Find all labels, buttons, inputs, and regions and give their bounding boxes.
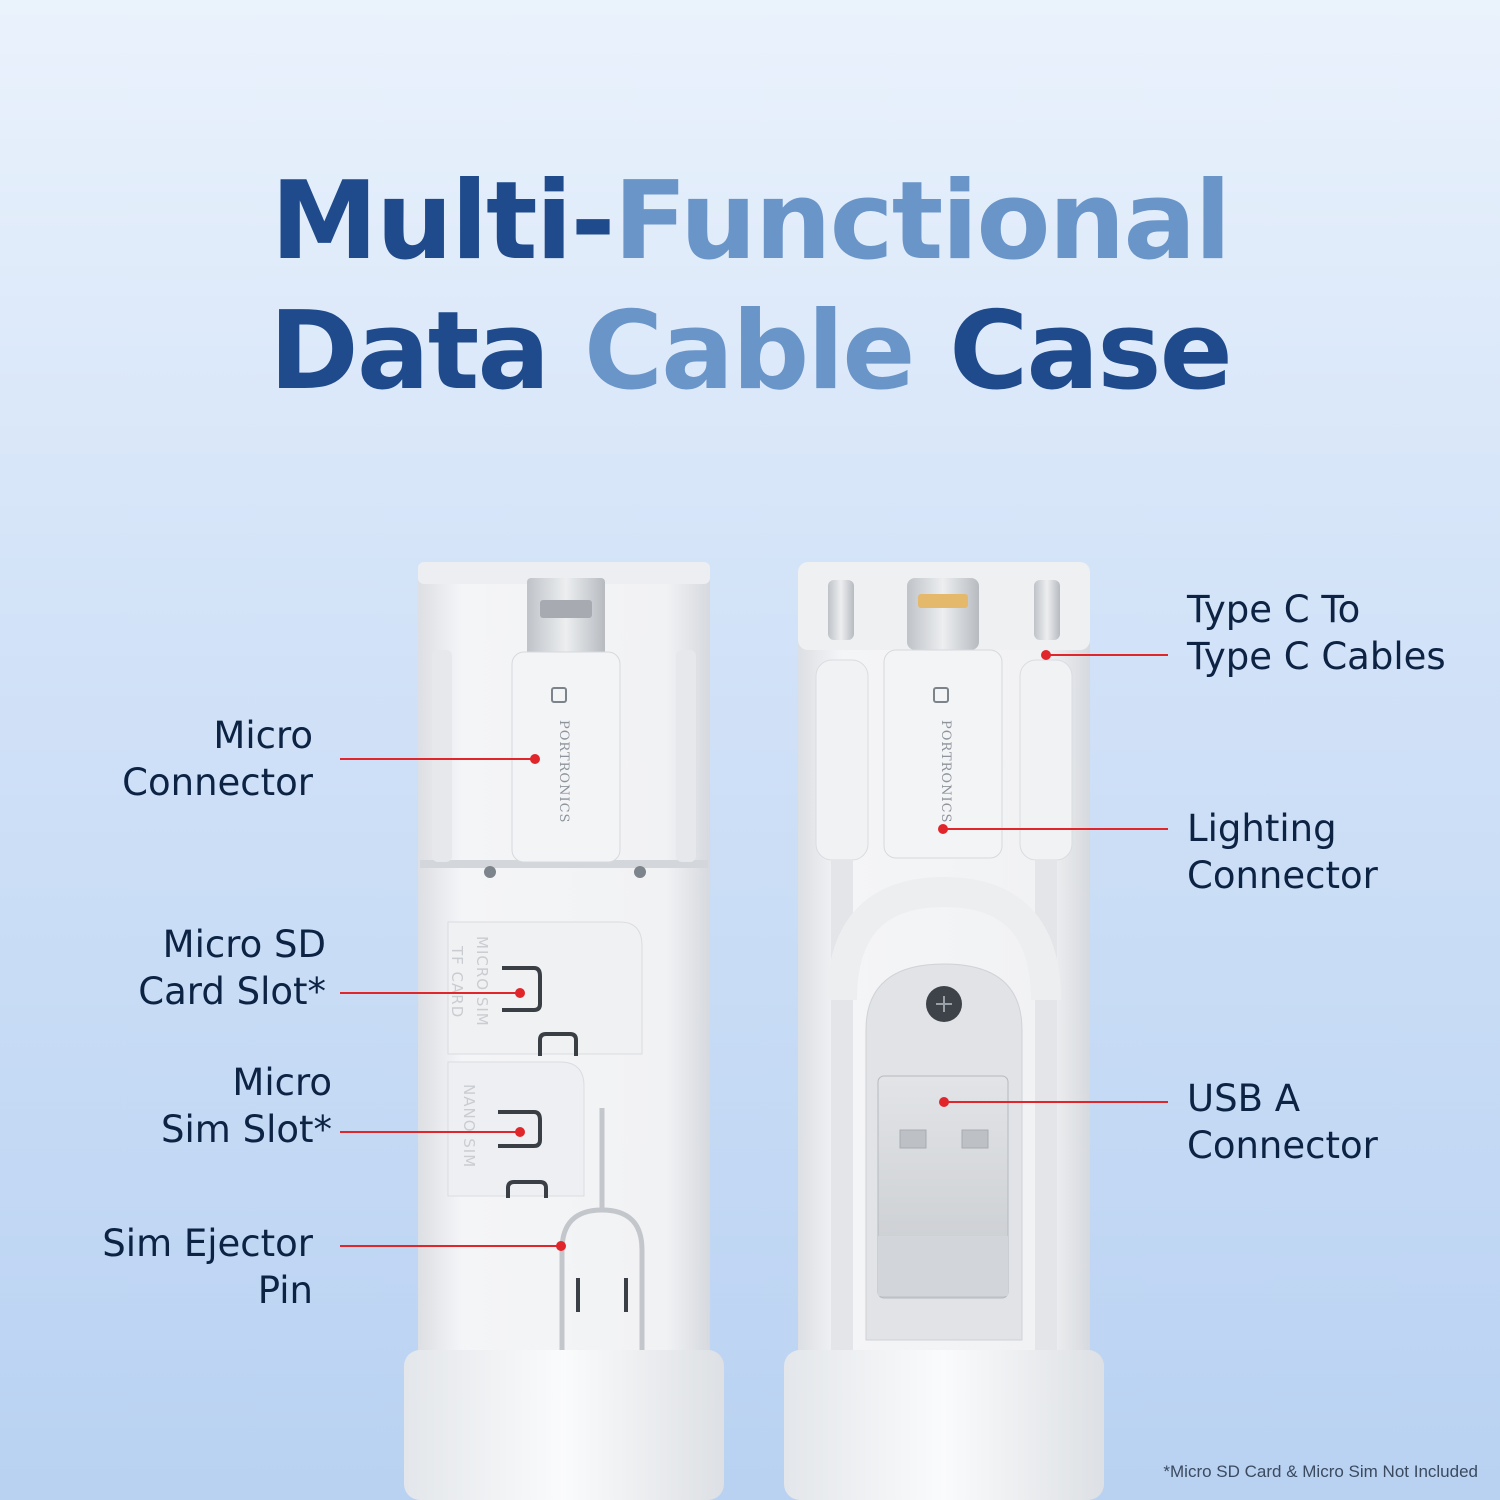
headline-word-case: Case <box>949 289 1233 414</box>
headline-line-1: Multi-Functional <box>0 168 1500 276</box>
callout-lighting-line2: Connector <box>1187 854 1378 897</box>
left-rail-l <box>432 650 452 862</box>
micro-connector-housing <box>511 651 621 863</box>
slot-clip-2 <box>538 1032 578 1056</box>
left-case-seam <box>420 860 708 868</box>
callout-ejector-line1: Sim Ejector <box>102 1222 313 1265</box>
callout-dot-usb-a <box>939 1097 949 1107</box>
brand-label-left: PORTRONICS <box>556 720 571 823</box>
screw-icon <box>484 866 496 878</box>
callout-sim-ejector-pin: Sim Ejector Pin <box>102 1220 313 1314</box>
callout-type-c-line1: Type C To <box>1187 588 1361 631</box>
type-c-plug-left <box>828 580 854 640</box>
headline-word-cable: Cable <box>583 289 950 414</box>
callout-dot-lighting <box>938 824 948 834</box>
callout-dot-micro-sim <box>515 1127 525 1137</box>
lightning-connector-housing <box>883 649 1003 859</box>
right-case: PORTRONICS <box>784 562 1104 1500</box>
ejector-pin-loop <box>559 1207 645 1360</box>
micro-sd-slot-tray <box>447 921 643 1055</box>
cable-loop <box>827 876 1061 1001</box>
callout-micro-sd-line1: Micro SD <box>162 923 326 966</box>
brand-logo-icon <box>551 687 567 703</box>
callout-usb-a-line2: Connector <box>1187 1124 1378 1167</box>
headline-word-data: Data <box>269 289 584 414</box>
screw-cross <box>936 996 952 1012</box>
callout-micro-sim-line2: Sim Slot* <box>161 1108 332 1151</box>
micro-usb-pins <box>540 600 592 618</box>
slot-label-micro-sim: MICRO SIM <box>473 936 491 1027</box>
callout-micro-connector-line2: Connector <box>122 761 313 804</box>
right-case-cap <box>784 1350 1104 1500</box>
callout-micro-connector-line1: Micro <box>213 714 313 757</box>
slot-label-nano-sim: NANO SIM <box>460 1084 478 1168</box>
left-case: PORTRONICS MICRO SIM TF CARD NANO SIM <box>404 562 724 1500</box>
footnote-disclaimer: *Micro SD Card & Micro Sim Not Included <box>1163 1462 1478 1481</box>
callout-lines <box>340 650 1168 1251</box>
callout-micro-sim-line1: Micro <box>232 1061 332 1104</box>
slot-clip-4 <box>506 1180 548 1198</box>
lightning-plug <box>907 578 979 650</box>
usb-a-hole-left <box>899 1129 927 1149</box>
callout-dot-micro-connector <box>530 754 540 764</box>
brand-logo-icon <box>933 687 949 703</box>
callout-usb-a-connector: USB A Connector <box>1187 1075 1378 1169</box>
callout-micro-sim-slot: Micro Sim Slot* <box>161 1059 332 1153</box>
slot-label-tf-card: TF CARD <box>448 945 466 1018</box>
usb-a-hole-right <box>961 1129 989 1149</box>
callout-type-c-line2: Type C Cables <box>1187 635 1446 678</box>
headline-word-functional: Functional <box>613 159 1232 284</box>
callout-micro-sd-slot: Micro SD Card Slot* <box>138 921 326 1015</box>
callout-micro-sd-line2: Card Slot* <box>138 970 326 1013</box>
callout-dot-micro-sd <box>515 988 525 998</box>
screw-icon <box>634 866 646 878</box>
slot-clip-3 <box>498 1110 542 1148</box>
callout-dot-ejector <box>556 1241 566 1251</box>
callout-lighting-line1: Lighting <box>1187 807 1337 850</box>
callout-usb-a-line1: USB A <box>1187 1077 1301 1120</box>
slot-clip-1 <box>502 966 542 1012</box>
callout-dot-type-c <box>1041 650 1051 660</box>
usb-a-grip <box>878 1236 1008 1296</box>
callout-lighting-connector: Lighting Connector <box>1187 805 1378 899</box>
type-c-boot-left <box>815 659 869 861</box>
callout-ejector-line2: Pin <box>257 1269 313 1312</box>
headline-line-2: Data Cable Case <box>0 298 1500 406</box>
callout-micro-connector: Micro Connector <box>122 712 313 806</box>
callout-type-c-cables: Type C To Type C Cables <box>1187 586 1446 680</box>
left-case-top-rim <box>418 562 710 584</box>
lightning-pins <box>918 594 968 608</box>
brand-label-right: PORTRONICS <box>938 720 953 823</box>
left-rail-r <box>676 650 696 862</box>
headline-word-multi: Multi- <box>270 159 616 284</box>
left-case-cap <box>404 1350 724 1500</box>
ejector-pin-clips <box>576 1278 628 1312</box>
type-c-plug-right <box>1034 580 1060 640</box>
